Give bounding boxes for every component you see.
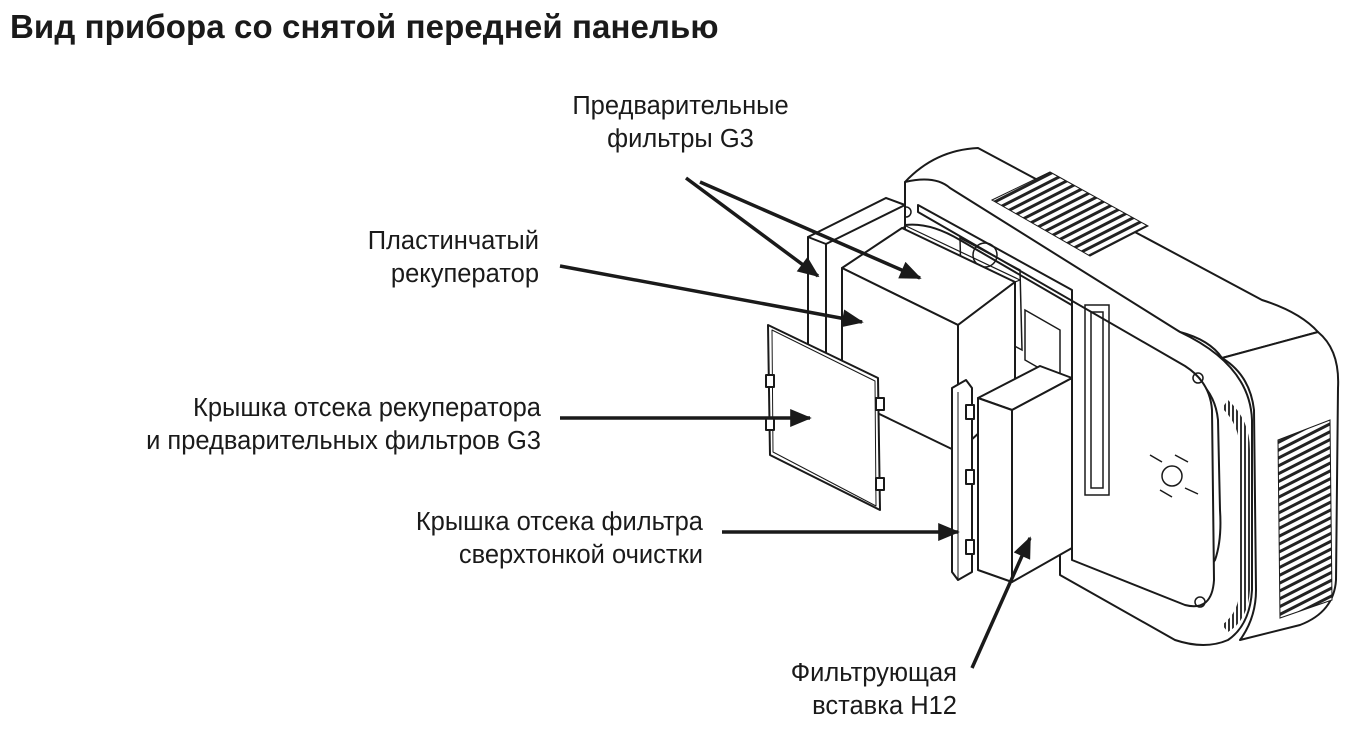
filter-front [977, 397, 1013, 583]
fine-filter-cover-panel [951, 379, 975, 581]
housing-back-panel [917, 204, 1215, 608]
label-recuperator: Пластинчатый рекуператор [368, 225, 539, 291]
label-prefilters: Предварительные фильтры G3 [548, 90, 813, 156]
page-title: Вид прибора со снятой передней панелью [10, 8, 719, 45]
leader-arrows [559, 176, 1032, 669]
arrow-prefilter-right [699, 180, 922, 280]
label-recuperator-line-1: Пластинчатый [367, 227, 539, 255]
label-recuperator-cover-line-2: и предварительных фильтров G3 [146, 427, 541, 455]
label-prefilters-line-2: фильтры G3 [607, 125, 754, 153]
filter-cover-latch-1 [965, 404, 975, 420]
cover-latch-4 [875, 477, 885, 491]
side-vent-grille [1277, 419, 1333, 619]
inner-clips [1149, 454, 1199, 498]
label-fine-filter-cover-line-1: Крышка отсека фильтра [415, 508, 703, 536]
label-filter-insert-line-2: вставка H12 [812, 692, 957, 720]
label-filter-insert: Фильтрующая вставка H12 [791, 657, 957, 723]
cover-latch-2 [765, 417, 775, 431]
top-vent-grille [990, 171, 1150, 257]
filter-cover-latch-3 [965, 539, 975, 555]
label-filter-insert-line-1: Фильтрующая [790, 659, 957, 687]
screw-1 [1192, 372, 1204, 384]
inner-slot [1084, 304, 1110, 496]
label-fine-filter-cover-line-2: сверхтонкой очистки [458, 541, 703, 569]
label-recuperator-cover: Крышка отсека рекуператора и предварител… [146, 392, 541, 458]
rim-texture [1222, 400, 1250, 632]
arrow-filter-insert [970, 536, 1032, 669]
label-recuperator-cover-line-1: Крышка отсека рекуператора [192, 394, 541, 422]
filter-side [1011, 377, 1073, 583]
label-prefilters-line-1: Предварительные [572, 92, 789, 120]
screw-2 [1194, 596, 1206, 608]
arrow-prefilter-left [684, 176, 820, 278]
recuperator-cover-panel [765, 324, 885, 511]
label-recuperator-line-2: рекуператор [390, 260, 539, 288]
filter-cover-latch-2 [965, 469, 975, 485]
cover-latch-3 [875, 397, 885, 411]
inner-slot-inner [1090, 311, 1104, 489]
label-fine-filter-cover: Крышка отсека фильтра сверхтонкой очистк… [416, 506, 703, 572]
inner-hub [1161, 465, 1183, 487]
arrow-recuperator [559, 264, 864, 328]
cover-latch-1 [765, 374, 775, 388]
